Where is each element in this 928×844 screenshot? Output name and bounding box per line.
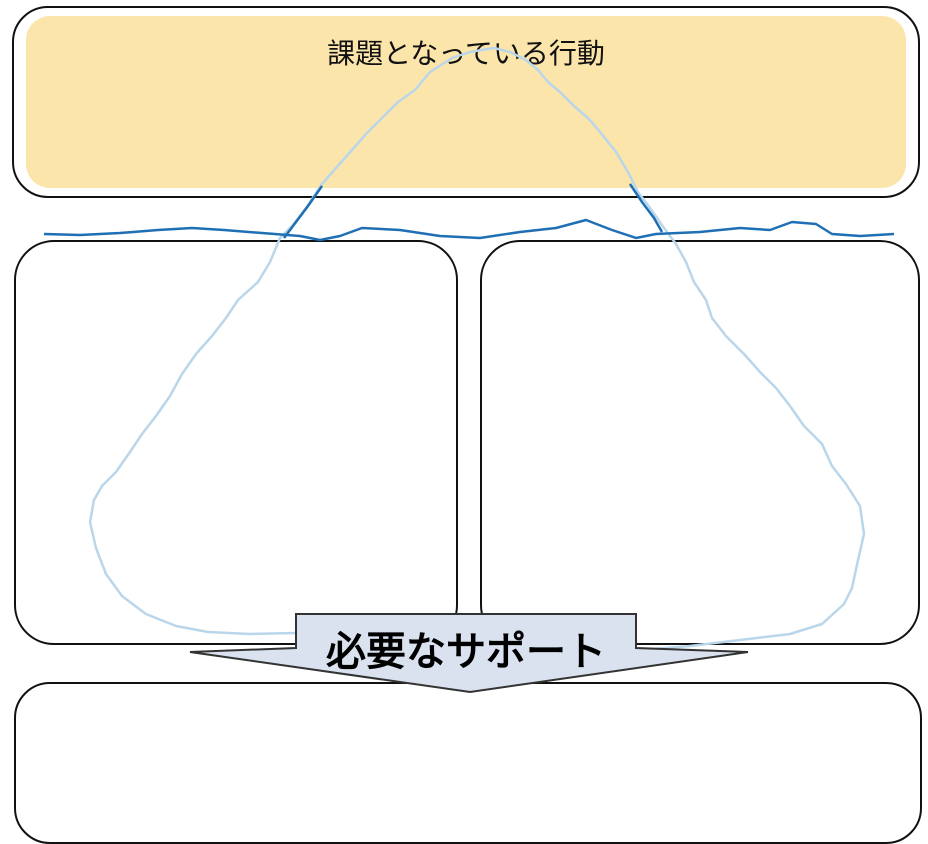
left-panel (14, 240, 458, 645)
support-arrow-label: 必要なサポート (326, 629, 606, 675)
sketch-divider-line (43, 218, 895, 242)
right-panel (480, 240, 920, 645)
problem-behavior-title: 課題となっている行動 (327, 37, 605, 70)
problem-behavior-panel: 課題となっている行動 (12, 6, 920, 198)
support-panel (14, 682, 922, 844)
